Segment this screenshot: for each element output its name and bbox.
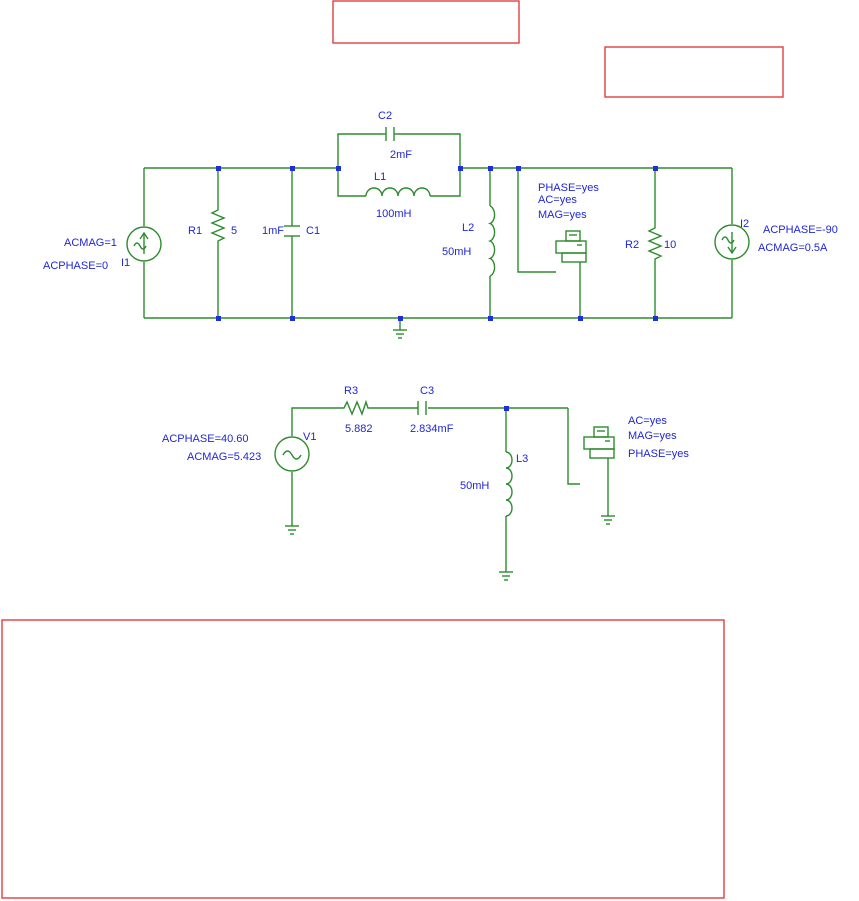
resistor-r3[interactable] (340, 399, 370, 416)
i2-acmag: ACMAG=0.5A (758, 242, 828, 254)
i2-name: I2 (740, 218, 749, 230)
r1-name: R1 (188, 225, 202, 237)
circuit-1-nodes (216, 166, 658, 321)
r2-value: 10 (664, 239, 676, 251)
resistor-r1[interactable] (210, 204, 226, 246)
r3-name: R3 (344, 385, 358, 397)
c3-value: 2.834mF (410, 423, 454, 435)
v1-acmag: ACMAG=5.423 (187, 451, 261, 463)
inductor-l3[interactable] (505, 451, 513, 517)
c1-name: C1 (306, 225, 320, 237)
l3-name: L3 (516, 453, 528, 465)
bottom-box (1, 619, 725, 899)
printer2-ac: AC=yes (628, 415, 667, 427)
circuit-2-node (504, 406, 509, 411)
r2-name: R2 (625, 239, 639, 251)
l2-value: 50mH (442, 246, 471, 258)
voltage-source-v1[interactable] (274, 436, 310, 472)
circuit-2-wires (291, 407, 609, 572)
ground-symbol-v1 (285, 525, 299, 535)
circuit-2: ACPHASE=40.60 ACMAG=5.423 V1 R3 5.882 C3… (162, 385, 689, 581)
current-source-i1[interactable] (126, 226, 162, 262)
c3-name: C3 (420, 385, 434, 397)
circuit-1: ACMAG=1 ACPHASE=0 I1 R1 5 1mF C1 C2 2mF … (43, 110, 838, 339)
c2-value: 2mF (390, 149, 412, 161)
r3-value: 5.882 (345, 423, 373, 435)
l1-value: 100mH (376, 208, 412, 220)
printer2-mag: MAG=yes (628, 430, 677, 442)
resistor-r2[interactable] (647, 224, 663, 262)
r1-value: 5 (231, 225, 237, 237)
circuit-1-wires (143, 133, 733, 330)
printer2-phase: PHASE=yes (628, 448, 689, 460)
v1-acphase: ACPHASE=40.60 (162, 433, 249, 445)
current-source-i2[interactable] (714, 224, 750, 260)
i1-name: I1 (121, 257, 130, 269)
v1-name: V1 (303, 431, 316, 443)
i2-acphase: ACPHASE=-90 (763, 224, 838, 236)
top-center-box (332, 0, 520, 44)
ground-symbol-l3 (499, 571, 513, 581)
top-right-box (604, 46, 784, 98)
capacitor-c2[interactable] (383, 127, 397, 141)
l2-name: L2 (462, 222, 474, 234)
inductor-l1[interactable] (365, 187, 431, 197)
i1-acmag: ACMAG=1 (64, 237, 117, 249)
l3-value: 50mH (460, 480, 489, 492)
ac-printer-2[interactable] (583, 426, 615, 459)
printer1-phase: PHASE=yes (538, 182, 599, 194)
c2-name: C2 (378, 110, 392, 122)
l1-name: L1 (374, 171, 386, 183)
ground-symbol-1 (393, 329, 407, 339)
printer1-mag: MAG=yes (538, 209, 587, 221)
printer1-ac: AC=yes (538, 194, 577, 206)
capacitor-c3[interactable] (417, 401, 427, 415)
i1-acphase: ACPHASE=0 (43, 260, 108, 272)
ac-printer-1[interactable] (555, 230, 587, 263)
capacitor-c1[interactable] (284, 225, 300, 237)
inductor-l2[interactable] (487, 205, 496, 277)
ground-symbol-printer2 (601, 515, 615, 525)
c1-value: 1mF (262, 225, 284, 237)
